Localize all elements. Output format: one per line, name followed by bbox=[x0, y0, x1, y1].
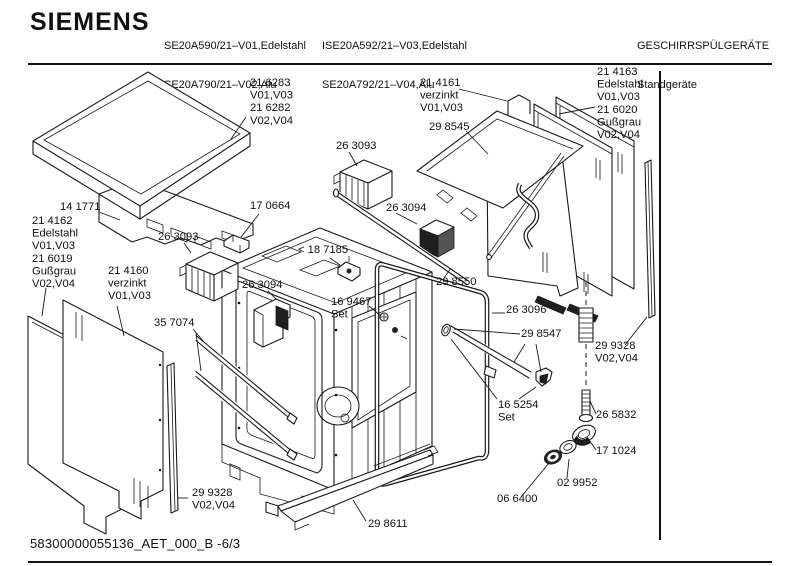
trim-strip-299328-left bbox=[166, 362, 179, 514]
leader-line bbox=[267, 290, 278, 301]
model-line: SE20A590/21–V01,Edelstahl bbox=[164, 40, 306, 52]
leader-line bbox=[453, 328, 521, 335]
part-label-298550: 29 8550 bbox=[436, 276, 476, 288]
base-rail-298611 bbox=[265, 443, 439, 531]
leader-line bbox=[240, 213, 260, 238]
part-label-171024: 17 1024 bbox=[596, 445, 636, 457]
washer-029952 bbox=[559, 439, 577, 455]
leader-line bbox=[41, 287, 47, 317]
leader-line bbox=[535, 343, 542, 373]
model-line: SE20A792/21–V04,Alu bbox=[322, 79, 435, 91]
leader-line bbox=[352, 499, 367, 522]
tub-assembly bbox=[221, 227, 433, 515]
door-rails-357074 bbox=[193, 334, 298, 461]
model-line: SE20A790/21–V02,Alu bbox=[164, 79, 277, 91]
leader-line bbox=[465, 130, 489, 155]
part-label-298611: 29 8611 bbox=[368, 518, 408, 530]
hinge-plate-263094-right bbox=[419, 219, 455, 258]
hinge-plate-263094-left bbox=[253, 298, 291, 348]
leader-line bbox=[520, 462, 550, 498]
leader-line bbox=[558, 106, 596, 115]
part-label-263093-left: 26 3093 bbox=[158, 231, 198, 243]
rear-panel-298545 bbox=[416, 110, 584, 222]
part-label-263093-top: 26 3093 bbox=[336, 140, 376, 152]
leader-line bbox=[586, 436, 597, 451]
part-label-263094-left: 26 3094 bbox=[242, 279, 282, 291]
screws-169467 bbox=[379, 312, 408, 340]
part-label-263094-right: 26 3094 bbox=[386, 202, 426, 214]
leader-line bbox=[443, 267, 452, 279]
rope-assembly-298547 bbox=[441, 323, 553, 387]
model-line: ISE20A592/21–V03,Edelstahl bbox=[322, 40, 467, 52]
leader-line bbox=[230, 116, 247, 140]
part-label-170664: 17 0664 bbox=[250, 200, 290, 212]
leader-line bbox=[624, 316, 648, 346]
side-panel-214161 bbox=[507, 94, 531, 122]
part-label-066400: 06 6400 bbox=[497, 493, 537, 505]
header-rule bbox=[28, 63, 772, 65]
document-id: 58300000055136_AET_000_B -6/3 bbox=[30, 536, 241, 551]
part-label-298547: 29 8547 bbox=[521, 328, 561, 340]
inner-door-214160 bbox=[62, 299, 164, 520]
part-label-265832: 26 5832 bbox=[596, 409, 636, 421]
category-title: GESCHIRRSPÜLGERÄTE bbox=[637, 40, 770, 52]
door-lock-187185 bbox=[337, 256, 361, 282]
part-label-187185: < 18 7185 bbox=[298, 244, 348, 256]
model-list-col1: SE20A590/21–V01,Edelstahl SE20A790/21–V0… bbox=[164, 14, 306, 118]
door-spring-coil bbox=[578, 307, 594, 343]
hinge-block-263093-top bbox=[333, 159, 393, 210]
part-label-029952: 02 9952 bbox=[557, 477, 597, 489]
part-label-357074: 35 7074 bbox=[154, 317, 194, 329]
leader-line bbox=[566, 458, 570, 479]
leader-line bbox=[589, 400, 597, 415]
grommet-066400 bbox=[543, 449, 563, 465]
leader-line bbox=[395, 212, 418, 225]
leader-line bbox=[192, 328, 205, 343]
leader-line bbox=[348, 151, 358, 167]
leader-line bbox=[116, 305, 125, 337]
part-label-263096: 26 3096 bbox=[506, 304, 546, 316]
siemens-logo: SIEMENS bbox=[30, 8, 150, 36]
part-label-141771: 14 1771 bbox=[60, 201, 100, 213]
spindle-265832 bbox=[578, 389, 594, 423]
support-strut bbox=[486, 152, 565, 260]
leader-line bbox=[329, 257, 341, 266]
part-label-298545: 29 8545 bbox=[429, 121, 469, 133]
leader-line bbox=[450, 338, 498, 400]
clip-170664 bbox=[223, 234, 250, 254]
leader-line bbox=[368, 305, 382, 317]
leader-line bbox=[458, 88, 508, 102]
footer-rule bbox=[28, 561, 772, 563]
leader-lines bbox=[41, 88, 648, 522]
leader-line bbox=[518, 386, 537, 400]
leader-line bbox=[513, 343, 526, 363]
rod-298550 bbox=[332, 188, 469, 286]
trim-strip-299328-right bbox=[644, 159, 656, 319]
right-divider-rule bbox=[659, 71, 661, 540]
model-list-col2: ISE20A592/21–V03,Edelstahl SE20A792/21–V… bbox=[322, 14, 467, 118]
leader-line bbox=[195, 332, 202, 372]
pulley-set-165254 bbox=[483, 365, 497, 379]
drain-hose bbox=[516, 182, 540, 250]
leader-line bbox=[183, 242, 192, 254]
hinge-block-263093-left bbox=[179, 251, 239, 302]
worktop-panel bbox=[32, 71, 251, 220]
category-block: GESCHIRRSPÜLGERÄTE Standgeräte bbox=[637, 14, 769, 118]
category-subtitle: Standgeräte bbox=[637, 79, 697, 91]
